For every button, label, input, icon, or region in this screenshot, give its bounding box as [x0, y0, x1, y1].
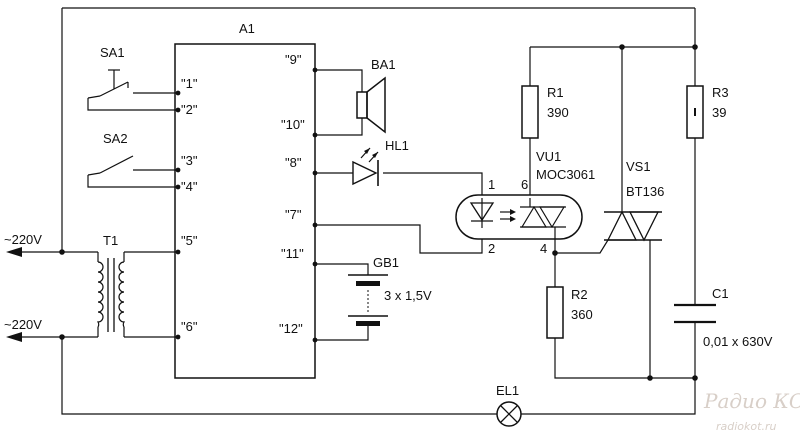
resistor-r3: R3 39 [686, 85, 729, 139]
transformer-t1-label: T1 [103, 233, 118, 248]
pin-2-label: "2" [181, 102, 198, 117]
optocoupler-pin-6: 6 [521, 177, 528, 192]
resistor-r1-value: 390 [547, 105, 569, 120]
pin-6-label: "6" [181, 319, 198, 334]
battery-gb1-label: GB1 [373, 255, 399, 270]
pin-5-label: "5" [181, 233, 198, 248]
resistor-r3-label: R3 [712, 85, 729, 100]
module-a1: A1 "1" "2" "3" "4" "5" "6" "9" "10" "8" … [174, 21, 316, 379]
optocoupler-vu1-value: MOC3061 [536, 167, 595, 182]
switch-sa1: SA1 [99, 45, 129, 97]
speaker-ba1: BA1 [356, 57, 396, 134]
lamp-el1: EL1 [496, 383, 522, 427]
switch-sa2-label: SA2 [103, 131, 128, 146]
pin-12-label: "12" [279, 321, 303, 336]
mains-terminals: ~220V ~220V [4, 232, 42, 342]
battery-gb1-value: 3 x 1,5V [384, 288, 432, 303]
capacitor-c1-value: 0,01 x 630V [703, 334, 773, 349]
led-hl1: HL1 [352, 138, 409, 186]
pin-10-label: "10" [281, 117, 305, 132]
transformer-t1: T1 [96, 233, 126, 332]
switch-sa1-label: SA1 [100, 45, 125, 60]
pin-1-label: "1" [181, 76, 198, 91]
triac-vs1-label: VS1 [626, 159, 651, 174]
optocoupler-pin-4: 4 [540, 241, 547, 256]
resistor-r3-value: 39 [712, 105, 726, 120]
resistor-r2: R2 360 [546, 286, 593, 339]
lamp-el1-label: EL1 [496, 383, 519, 398]
capacitor-c1: C1 0,01 x 630V [674, 286, 773, 349]
wiring [10, 7, 696, 415]
resistor-r1: R1 390 [521, 85, 569, 139]
optocoupler-pin-1: 1 [488, 177, 495, 192]
mains-bottom-label: ~220V [4, 317, 42, 332]
led-hl1-label: HL1 [385, 138, 409, 153]
resistor-r1-label: R1 [547, 85, 564, 100]
pin-4-label: "4" [181, 179, 198, 194]
battery-gb1: GB1 3 x 1,5V [348, 255, 432, 326]
resistor-r2-label: R2 [571, 287, 588, 302]
speaker-ba1-label: BA1 [371, 57, 396, 72]
watermark-url: radiokot.ru [716, 420, 776, 433]
module-a1-label: A1 [239, 21, 255, 36]
optocoupler-vu1: VU1 MOC3061 1 2 4 6 [455, 149, 595, 256]
triac-vs1: VS1 BT136 [604, 159, 664, 242]
pin-11-label: "11" [281, 246, 304, 261]
watermark: Радио КОТ radiokot.ru [703, 389, 800, 433]
switch-sa2: SA2 [99, 131, 134, 174]
triac-vs1-value: BT136 [626, 184, 664, 199]
pin-7-label: "7" [285, 207, 302, 222]
pin-3-label: "3" [181, 153, 198, 168]
optocoupler-vu1-label: VU1 [536, 149, 561, 164]
junctions [59, 44, 698, 381]
watermark-title: Радио КОТ [703, 389, 800, 413]
mains-top-label: ~220V [4, 232, 42, 247]
pin-9-label: "9" [285, 52, 302, 67]
optocoupler-pin-2: 2 [488, 241, 495, 256]
resistor-r2-value: 360 [571, 307, 593, 322]
capacitor-c1-label: C1 [712, 286, 729, 301]
pin-8-label: "8" [285, 155, 302, 170]
